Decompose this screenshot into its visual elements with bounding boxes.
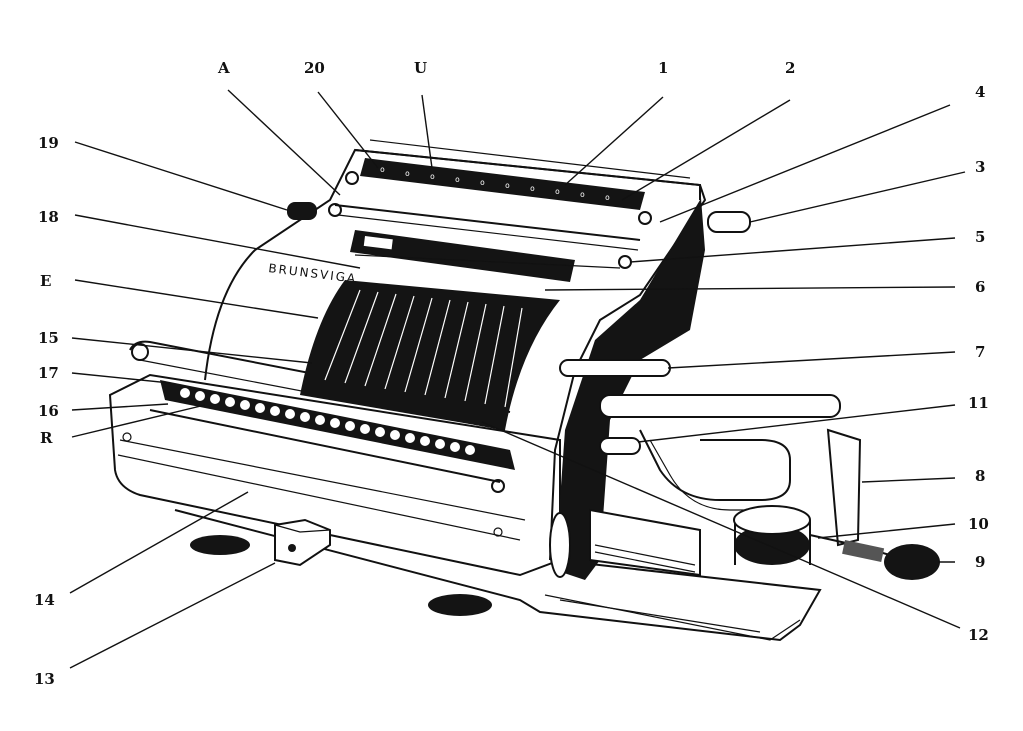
label-11: 11 bbox=[968, 394, 989, 412]
leader-10 bbox=[817, 523, 956, 539]
leader-14 bbox=[69, 491, 249, 594]
carriage-release-tab bbox=[274, 518, 331, 567]
label-U: U bbox=[414, 59, 427, 77]
result-register-dials bbox=[180, 388, 475, 455]
svg-text:o: o bbox=[480, 178, 485, 187]
label-8: 8 bbox=[975, 467, 985, 485]
leader-19 bbox=[74, 141, 288, 211]
result-register bbox=[129, 340, 515, 493]
svg-text:o: o bbox=[505, 181, 510, 190]
label-12: 12 bbox=[968, 626, 989, 644]
leader-17 bbox=[71, 372, 171, 384]
shaft-3 bbox=[707, 211, 751, 233]
leader-R bbox=[71, 404, 206, 438]
leader-15 bbox=[71, 337, 313, 364]
leader-16 bbox=[71, 403, 169, 411]
label-10: 10 bbox=[968, 515, 989, 533]
label-6: 6 bbox=[975, 278, 985, 296]
label-20: 20 bbox=[304, 59, 325, 77]
leader-1 bbox=[564, 96, 664, 186]
label-16: 16 bbox=[38, 402, 59, 420]
label-14: 14 bbox=[34, 591, 55, 609]
svg-text:o: o bbox=[380, 165, 385, 174]
knob-19 bbox=[287, 202, 317, 220]
label-7: 7 bbox=[975, 343, 985, 361]
leader-U bbox=[421, 94, 433, 169]
label-1: 1 bbox=[658, 59, 668, 77]
svg-text:o: o bbox=[605, 193, 610, 202]
svg-text:o: o bbox=[555, 187, 560, 196]
leader-11 bbox=[637, 404, 956, 443]
label-18: 18 bbox=[38, 208, 59, 226]
leader-13 bbox=[69, 562, 276, 669]
label-5: 5 bbox=[975, 228, 985, 246]
setting-levers bbox=[300, 280, 560, 430]
machine-base bbox=[174, 509, 822, 642]
leader-5 bbox=[629, 237, 956, 263]
leader-A bbox=[227, 89, 341, 196]
leader-4 bbox=[659, 104, 951, 223]
crank-assembly bbox=[589, 394, 940, 580]
label-9: 9 bbox=[975, 553, 985, 571]
label-A: A bbox=[217, 59, 230, 77]
leader-6 bbox=[544, 286, 956, 291]
setting-register bbox=[350, 230, 632, 282]
label-E: E bbox=[40, 272, 51, 290]
label-17: 17 bbox=[38, 364, 59, 382]
svg-text:o: o bbox=[455, 175, 460, 184]
leader-8 bbox=[861, 477, 956, 483]
leader-7 bbox=[667, 351, 956, 369]
leader-20 bbox=[317, 91, 379, 169]
leader-2 bbox=[621, 99, 791, 201]
revolution-counter: o o o o o o o o o o bbox=[328, 158, 652, 251]
callout-labels: A 20 U 1 2 4 3 19 18 5 E 6 15 7 17 16 11… bbox=[34, 59, 989, 688]
label-15: 15 bbox=[38, 329, 59, 347]
svg-text:o: o bbox=[430, 172, 435, 181]
leader-lines bbox=[69, 89, 966, 669]
label-2: 2 bbox=[785, 59, 795, 77]
leader-3 bbox=[749, 171, 966, 223]
label-4: 4 bbox=[975, 83, 985, 101]
label-19: 19 bbox=[38, 134, 59, 152]
label-R: R bbox=[40, 429, 53, 447]
svg-text:o: o bbox=[580, 190, 585, 199]
leader-18 bbox=[74, 214, 361, 269]
label-13: 13 bbox=[34, 670, 55, 688]
label-3: 3 bbox=[975, 158, 985, 176]
leader-E bbox=[74, 279, 319, 319]
svg-text:o: o bbox=[405, 169, 410, 178]
leader-12 bbox=[481, 421, 961, 629]
svg-text:o: o bbox=[530, 184, 535, 193]
